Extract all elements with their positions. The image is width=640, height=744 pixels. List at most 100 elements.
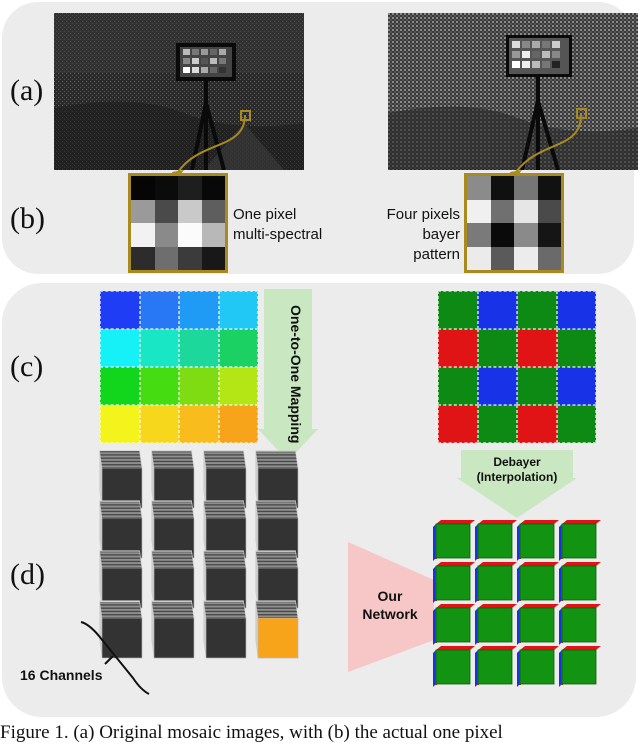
mapping-text: One-to-One Mapping <box>288 304 304 444</box>
gray-cell-left-6 <box>178 199 202 223</box>
gray-cell-right-8 <box>467 223 491 247</box>
channel-stack-1-3 <box>255 500 299 559</box>
gray-cell-right-15 <box>537 246 561 270</box>
network-text: Our Network <box>355 587 425 623</box>
desc-four-pixels: Four pixels bayer pattern <box>380 205 460 265</box>
gray-cell-left-12 <box>131 246 155 270</box>
rgb-cube-2-1 <box>475 604 517 645</box>
gray-cell-left-0 <box>131 176 155 200</box>
channel-stack-2-0 <box>99 550 143 609</box>
channel-stack-1-0 <box>99 500 143 559</box>
channel-stack-2-1 <box>151 550 195 609</box>
rgb-cube-2-2 <box>517 604 559 645</box>
debayer-line1: Debayer <box>493 455 541 469</box>
rgb-cube-3-2 <box>517 646 559 687</box>
bayer-gray-patch <box>464 173 564 273</box>
gray-cell-left-4 <box>131 199 155 223</box>
label-d: (d) <box>10 558 45 591</box>
gray-cell-right-12 <box>467 246 491 270</box>
bayer-cell-1 <box>477 291 517 329</box>
rgb-cube-3-1 <box>475 646 517 687</box>
bayer-cell-14 <box>517 405 557 443</box>
rgb-cube-1-0 <box>433 562 475 603</box>
bayer-cell-10 <box>517 367 557 405</box>
spectral-cell-12 <box>100 405 140 443</box>
label-b: (b) <box>10 202 45 235</box>
gray-cell-right-4 <box>467 199 491 223</box>
spectral-cell-13 <box>139 405 179 443</box>
bayer-cell-7 <box>556 329 596 367</box>
spectral-cell-15 <box>218 405 258 443</box>
spectral-cell-3 <box>218 291 258 329</box>
multispectral-gray-patch <box>128 173 228 273</box>
bayer-cell-9 <box>477 367 517 405</box>
gray-cell-left-11 <box>201 223 225 247</box>
rgb-cube-1-1 <box>475 562 517 603</box>
gray-cell-right-2 <box>514 176 538 200</box>
spectral-cell-2 <box>179 291 219 329</box>
gray-cell-left-13 <box>154 246 178 270</box>
photo-multispectral-svg <box>54 13 304 170</box>
rgb-cube-2-3 <box>559 604 601 645</box>
channel-stack-0-1 <box>151 450 195 509</box>
gray-cell-right-9 <box>490 223 514 247</box>
channel-stack-2-2 <box>203 550 247 609</box>
rgb-cube-2-0 <box>433 604 475 645</box>
gray-cell-right-3 <box>537 176 561 200</box>
bayer-cell-2 <box>517 291 557 329</box>
channel-stack-2-3 <box>255 550 299 609</box>
gray-cell-left-9 <box>154 223 178 247</box>
spectral-cell-0 <box>100 291 140 329</box>
spectral-cell-14 <box>179 405 219 443</box>
figure-caption: Figure 1. (a) Original mosaic images, wi… <box>0 722 503 743</box>
spectral-cell-5 <box>139 329 179 367</box>
rgb-cube-0-3 <box>559 520 601 561</box>
spectral-cell-11 <box>218 367 258 405</box>
channel-stack-0-2 <box>203 450 247 509</box>
bayer-cell-8 <box>438 367 478 405</box>
color-checker-left <box>180 47 232 77</box>
rgb-cube-3-3 <box>559 646 601 687</box>
gray-cell-left-8 <box>131 223 155 247</box>
channel-stack-0-3 <box>255 450 299 509</box>
gray-cell-right-6 <box>514 199 538 223</box>
debayer-line2: (Interpolation) <box>476 470 558 484</box>
bayer-cell-0 <box>438 291 478 329</box>
bayer-cell-11 <box>556 367 596 405</box>
gray-cell-right-11 <box>537 223 561 247</box>
gray-cell-left-2 <box>178 176 202 200</box>
gray-cell-left-5 <box>154 199 178 223</box>
desc-four-pixels-line2: bayer pattern <box>413 226 460 263</box>
gray-cell-right-10 <box>514 223 538 247</box>
gray-cell-left-1 <box>154 176 178 200</box>
bayer-cell-4 <box>438 329 478 367</box>
bayer-cell-13 <box>477 405 517 443</box>
sixteen-channel-cubes <box>99 450 299 659</box>
mapping-arrow <box>258 289 318 461</box>
gray-cell-right-5 <box>490 199 514 223</box>
debayer-text: Debayer (Interpolation) <box>460 455 574 485</box>
network-line2: Network <box>362 606 418 622</box>
spectral-cell-9 <box>139 367 179 405</box>
channel-stack-3-3 <box>255 600 299 659</box>
gray-cell-left-10 <box>178 223 202 247</box>
channel-stack-3-2 <box>203 600 247 659</box>
rgb-cube-0-2 <box>517 520 559 561</box>
gray-cell-right-1 <box>490 176 514 200</box>
label-c: (c) <box>10 350 44 383</box>
rgb-cube-0-0 <box>433 520 475 561</box>
gray-cell-left-7 <box>201 199 225 223</box>
photo-bayer-svg <box>388 13 638 170</box>
mosaic-photo-multispectral <box>54 13 304 170</box>
gray-cell-right-7 <box>537 199 561 223</box>
channels-label: 16 Channels <box>20 667 103 683</box>
spectral-cell-1 <box>139 291 179 329</box>
network-line1: Our <box>377 588 403 604</box>
rgb-cubes <box>433 520 601 687</box>
desc-one-pixel-line1: One pixel <box>233 206 297 223</box>
gray-cell-left-3 <box>201 176 225 200</box>
spectral-cell-10 <box>179 367 219 405</box>
channel-stack-0-0 <box>99 450 143 509</box>
bayer-cell-6 <box>517 329 557 367</box>
rgb-cube-1-3 <box>559 562 601 603</box>
